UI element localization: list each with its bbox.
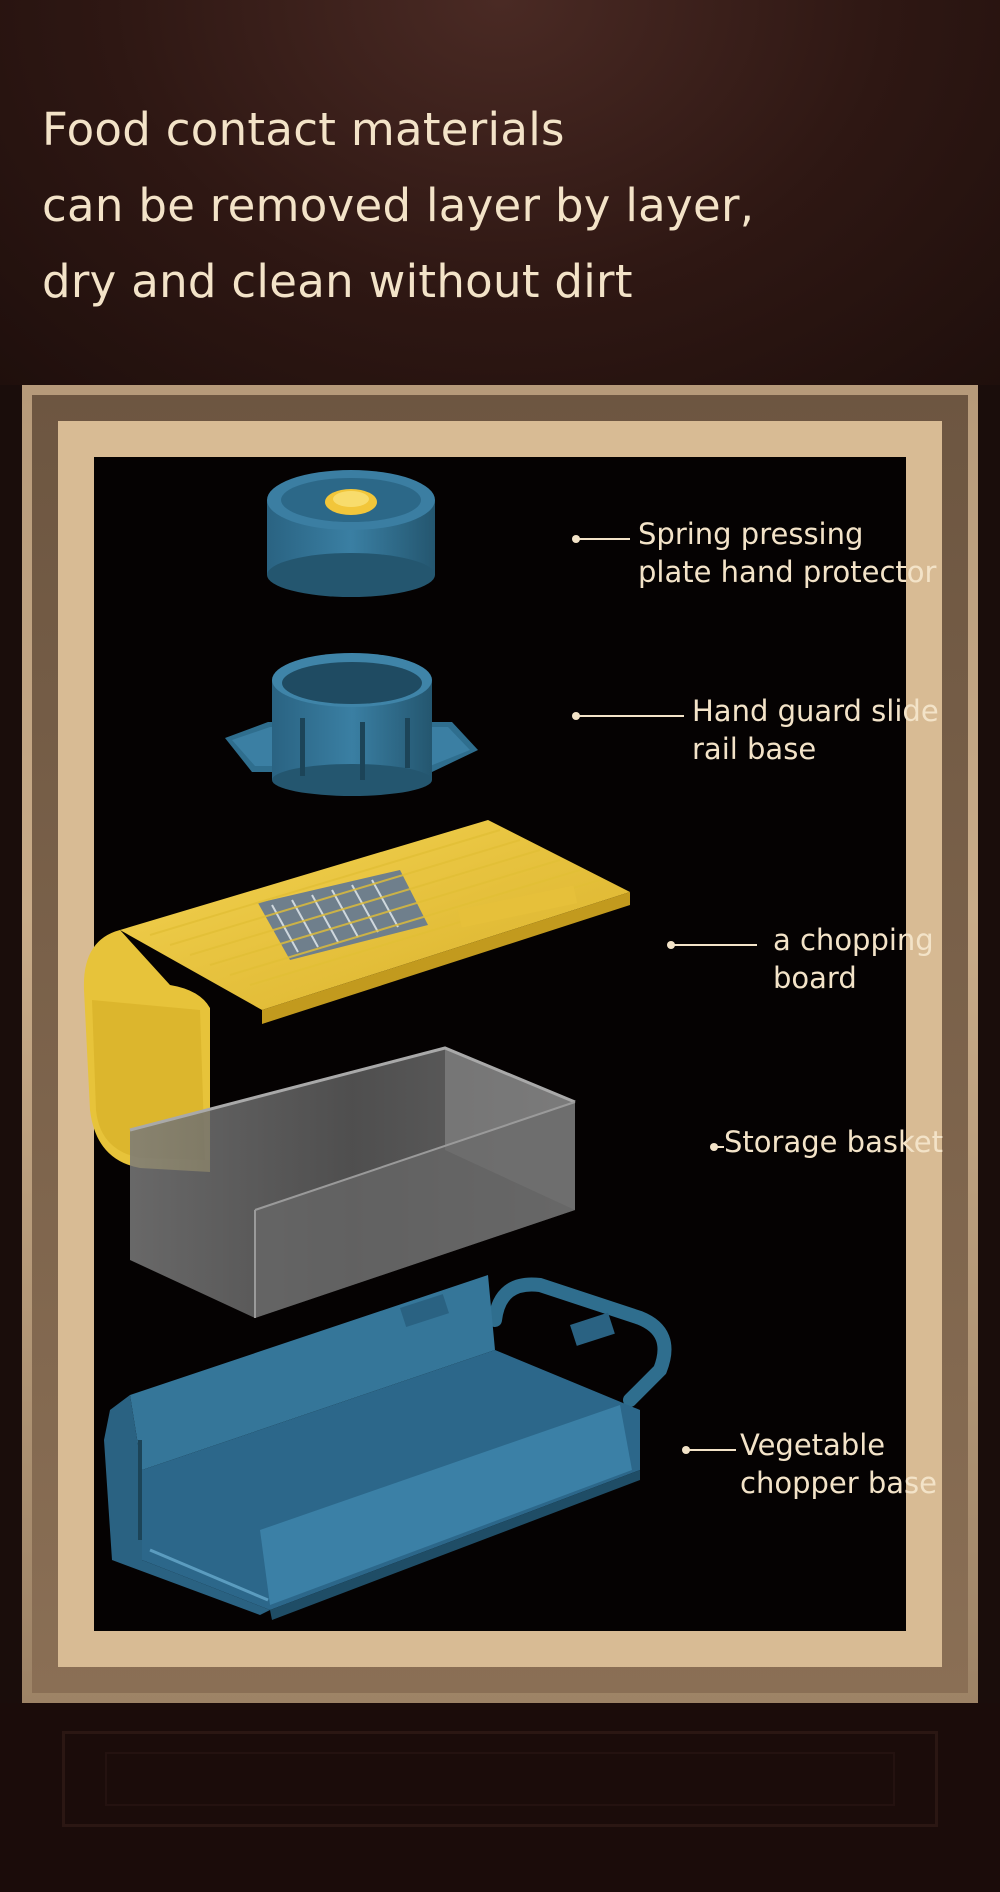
callout-leader-line [673,944,757,946]
storage-basket-part [129,1046,576,1318]
callout-label-line-2: chopper base [740,1466,937,1500]
callout-label: Storage basket [724,1125,943,1159]
callout-dot [667,941,675,949]
callout-label-line-1: Spring pressing [638,517,864,551]
callout-label-line-2: board [773,961,857,995]
callout-vegetable-chopper-base: Vegetable chopper base [682,1427,992,1507]
headline-line-1: Food contact materials [42,103,565,156]
hand-guard-slide-rail-base-part [225,653,478,796]
callout-dot [572,712,580,720]
headline-line-2: can be removed layer by layer, [42,179,755,232]
footer-band [0,1703,1000,1892]
vegetable-chopper-base-part [104,1275,672,1620]
callout-label-line-2: rail base [692,732,817,766]
callout-leader-line [688,1449,736,1451]
callout-label-line-1: Vegetable [740,1428,886,1462]
callout-leader-line [578,538,630,540]
headline: Food contact materials can be removed la… [42,92,942,320]
chopping-board-part [83,820,630,1172]
callout-leader-line [716,1146,724,1148]
callout-dot [572,535,580,543]
callout-label-line-1: Hand guard slide [692,694,939,728]
callout-label-line-2: plate hand protector [638,555,937,589]
callout-leader-line [578,715,684,717]
callout-label-line-1: a chopping [773,923,934,957]
spring-pressing-plate-part [267,470,435,597]
callout-spring-pressing-plate: Spring pressing plate hand protector [572,516,972,596]
callout-chopping-board: a chopping board [667,922,987,1002]
callout-dot [682,1446,690,1454]
callout-hand-guard-slide-rail-base: Hand guard slide rail base [572,693,972,773]
callout-storage-basket: Storage basket [710,1124,990,1164]
callout-dot [710,1143,718,1151]
footer-decorative-box [62,1731,938,1827]
headline-line-3: dry and clean without dirt [42,255,633,308]
header-banner: Food contact materials can be removed la… [0,0,1000,385]
